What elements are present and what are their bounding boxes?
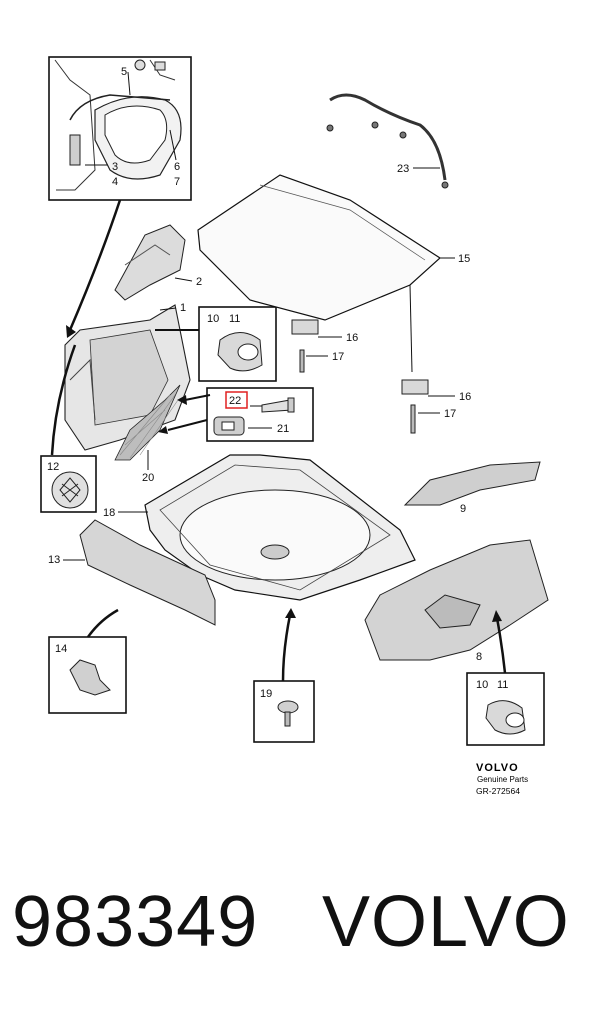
callout-23: 23: [397, 163, 409, 175]
callout-20: 20: [142, 472, 154, 484]
callout-22: 22: [229, 395, 241, 407]
callout-13: 13: [48, 554, 60, 566]
callout-15: 15: [458, 253, 470, 265]
part-15-parcel-shelf: [197, 174, 441, 321]
callout-10-left: 10: [207, 313, 219, 325]
part-16-bracket-lower: [401, 379, 429, 395]
part-20-cargo-net: [114, 384, 181, 461]
part-23-strap: [326, 93, 449, 189]
part-17-screw-lower: [410, 404, 416, 434]
callout-14: 14: [55, 643, 67, 655]
part-9-trim: [403, 461, 541, 506]
part-number: 983349: [12, 882, 259, 962]
callout-17-lower: 17: [444, 408, 456, 420]
inset-box-19: [253, 680, 315, 743]
callout-9: 9: [460, 503, 466, 515]
brand-name: VOLVO: [322, 882, 570, 962]
inset-box-14: [48, 636, 127, 714]
logo-brand: VOLVO: [476, 762, 519, 774]
callout-11-left: 11: [229, 313, 240, 325]
footer: [0, 850, 600, 1018]
callout-2: 2: [196, 276, 202, 288]
callout-17-upper: 17: [332, 351, 344, 363]
callout-16-lower: 16: [459, 391, 471, 403]
callout-11-right: 11: [497, 679, 508, 691]
part-8-side-panel: [364, 539, 549, 661]
callout-19: 19: [260, 688, 272, 700]
inset-box-top: [48, 56, 192, 201]
part-2-trim: [114, 224, 186, 301]
part-13-sill-panel: [79, 519, 216, 626]
callout-8: 8: [476, 651, 482, 663]
callout-18: 18: [103, 507, 115, 519]
part-16-bracket-upper: [291, 319, 319, 335]
part-17-screw-upper: [299, 349, 305, 373]
callout-4: 4: [112, 176, 118, 188]
volvo-logo-block: VOLVO Genuine Parts GR-272564: [476, 762, 528, 796]
inset-box-clip-right: [466, 672, 545, 746]
callout-1: 1: [180, 302, 186, 314]
callout-12: 12: [47, 461, 59, 473]
callout-21: 21: [277, 423, 289, 435]
callout-7: 7: [174, 176, 180, 188]
parts-diagram: 5 3 4 6 7 2 1 10 11 22 21: [40, 56, 549, 796]
callout-6: 6: [174, 161, 180, 173]
inset-box-21-22: [206, 387, 314, 442]
callout-22-highlight: [225, 391, 248, 409]
logo-code: GR-272564: [476, 786, 520, 796]
part-18-trunk-floor: [144, 454, 416, 601]
callout-16-upper: 16: [346, 332, 358, 344]
inset-box-12: [40, 455, 97, 513]
callout-5: 5: [121, 66, 127, 78]
logo-genuine-parts: Genuine Parts: [477, 775, 528, 784]
inset-box-clip-left: [198, 306, 277, 382]
callout-3: 3: [112, 161, 118, 173]
callout-10-right: 10: [476, 679, 488, 691]
